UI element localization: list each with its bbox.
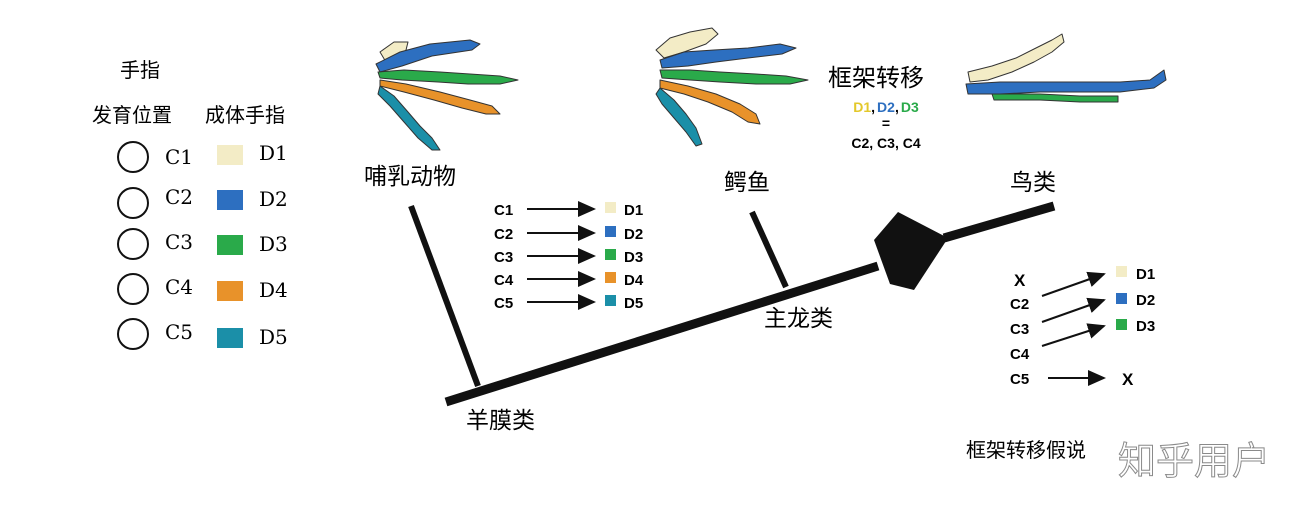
mapping-to: D5: [624, 295, 643, 312]
mapping-row: C2 D2: [494, 225, 643, 243]
mapping-from: C1: [494, 202, 513, 219]
mapping-row: C1 D1: [494, 201, 643, 219]
mapping-from: C3: [1010, 321, 1029, 338]
dev-position-circle: [117, 318, 149, 350]
legend-col-adult: 成体手指: [205, 103, 285, 127]
mapping-to: D1: [1136, 266, 1155, 283]
separator: ,: [895, 99, 899, 115]
frame-shift-c-list: C2, C3, C4: [851, 135, 920, 151]
legend-swatch: [217, 281, 243, 301]
mapping-row: C3 D2: [1010, 292, 1155, 338]
legend-title: 手指: [120, 58, 160, 82]
mapping-arrow: [1041, 297, 1106, 323]
crocodile-hand-illustration: [655, 27, 809, 147]
dev-position-circle: [117, 187, 149, 219]
mammal-branch: [408, 204, 481, 388]
separator: ,: [871, 99, 875, 115]
bird-branch: [942, 201, 1056, 243]
legend-row: C5 D5: [117, 318, 288, 350]
mammal-digit-mapping: C1 D1 C2 D2 C3 D3 C4 D4 C5 D5: [494, 201, 644, 312]
lost-digit-mark: X: [1122, 370, 1134, 389]
frame-shift-arrow: [874, 212, 948, 290]
legend-row: C1 D1: [117, 141, 288, 173]
digit-swatch: [1116, 266, 1127, 277]
legend-adult-label: D1: [259, 141, 288, 165]
frame-shift-equals: =: [882, 115, 890, 131]
legend: 手指 发育位置 成体手指 C1 D1 C2 D2 C3 D3 C4 D4: [92, 58, 288, 350]
dev-position-circle: [117, 273, 149, 305]
mapping-from: C5: [1010, 371, 1029, 388]
mapping-from: C3: [494, 249, 513, 266]
mapping-arrow: [1041, 323, 1106, 347]
crocodile-branch: [749, 210, 789, 289]
mapping-to: D2: [1136, 292, 1155, 309]
legend-row: C4 D4: [117, 273, 288, 305]
legend-swatch: [217, 328, 243, 348]
digit-swatch: [605, 226, 616, 237]
lost-digit-mark: X: [1014, 271, 1026, 290]
dev-position-circle: [117, 228, 149, 260]
digit-swatch: [1116, 293, 1127, 304]
mapping-from: C5: [494, 295, 513, 312]
mapping-to: D3: [1136, 318, 1155, 335]
mapping-row: C2 D1: [1010, 266, 1155, 313]
mapping-row: C5 D5: [494, 294, 643, 312]
digit-d3: D3: [901, 99, 919, 115]
mapping-from: C2: [1010, 296, 1029, 313]
bird-digit-mapping: X C2 D1 C3 D2 C4 D3 C5 X: [1010, 266, 1155, 389]
legend-adult-label: D4: [259, 278, 288, 302]
legend-row: C2 D2: [117, 185, 288, 219]
figure-caption: 框架转移假说: [966, 438, 1086, 462]
taxon-label-crocodile: 鳄鱼: [724, 170, 770, 196]
mapping-arrow: [1041, 271, 1106, 297]
legend-row: C3 D3: [117, 228, 288, 260]
watermark: 知乎用户: [1118, 439, 1270, 483]
legend-dev-label: C1: [165, 145, 193, 169]
legend-swatch: [217, 145, 243, 165]
mapping-from: C2: [494, 226, 513, 243]
mapping-row: C4 D4: [494, 271, 644, 289]
legend-adult-label: D3: [259, 232, 288, 256]
taxon-label-mammals: 哺乳动物: [364, 164, 456, 190]
frame-shift-title: 框架转移: [828, 64, 924, 92]
mapping-row: C4 D3: [1010, 318, 1155, 363]
legend-dev-label: C5: [165, 320, 193, 344]
digit-swatch: [1116, 319, 1127, 330]
legend-dev-label: C2: [165, 185, 193, 209]
legend-dev-label: C4: [165, 275, 193, 299]
legend-adult-label: D5: [259, 325, 288, 349]
mapping-to: D3: [624, 249, 643, 266]
digit-d2: D2: [877, 99, 895, 115]
mapping-to: D2: [624, 226, 643, 243]
mapping-to: D1: [624, 202, 643, 219]
legend-adult-label: D2: [259, 187, 288, 211]
digit-d1: D1: [853, 99, 871, 115]
digit-swatch: [605, 249, 616, 260]
legend-swatch: [217, 235, 243, 255]
digit-swatch: [605, 295, 616, 306]
legend-swatch: [217, 190, 243, 210]
clade-label-archosaurs: 主龙类: [764, 306, 833, 332]
phylogenetic-tree: [408, 201, 1056, 407]
frame-shift-note: 框架转移 D1,D2,D3 = C2, C3, C4: [828, 64, 924, 151]
legend-dev-label: C3: [165, 230, 193, 254]
bird-hand-illustration: [965, 33, 1167, 103]
legend-col-dev: 发育位置: [92, 103, 172, 127]
mapping-row: C3 D3: [494, 248, 643, 266]
digit-swatch: [605, 202, 616, 213]
mapping-row: C5 X: [1010, 370, 1134, 389]
dev-position-circle: [117, 141, 149, 173]
mapping-from: C4: [1010, 346, 1030, 363]
digit-swatch: [605, 272, 616, 283]
frame-shift-digits: D1,D2,D3: [853, 99, 919, 115]
clade-label-amniotes: 羊膜类: [466, 408, 535, 434]
mapping-from: C4: [494, 272, 514, 289]
tree-trunk: [444, 261, 880, 407]
taxon-label-birds: 鸟类: [1010, 170, 1056, 196]
mapping-to: D4: [624, 272, 644, 289]
mammal-hand-illustration: [375, 39, 519, 151]
